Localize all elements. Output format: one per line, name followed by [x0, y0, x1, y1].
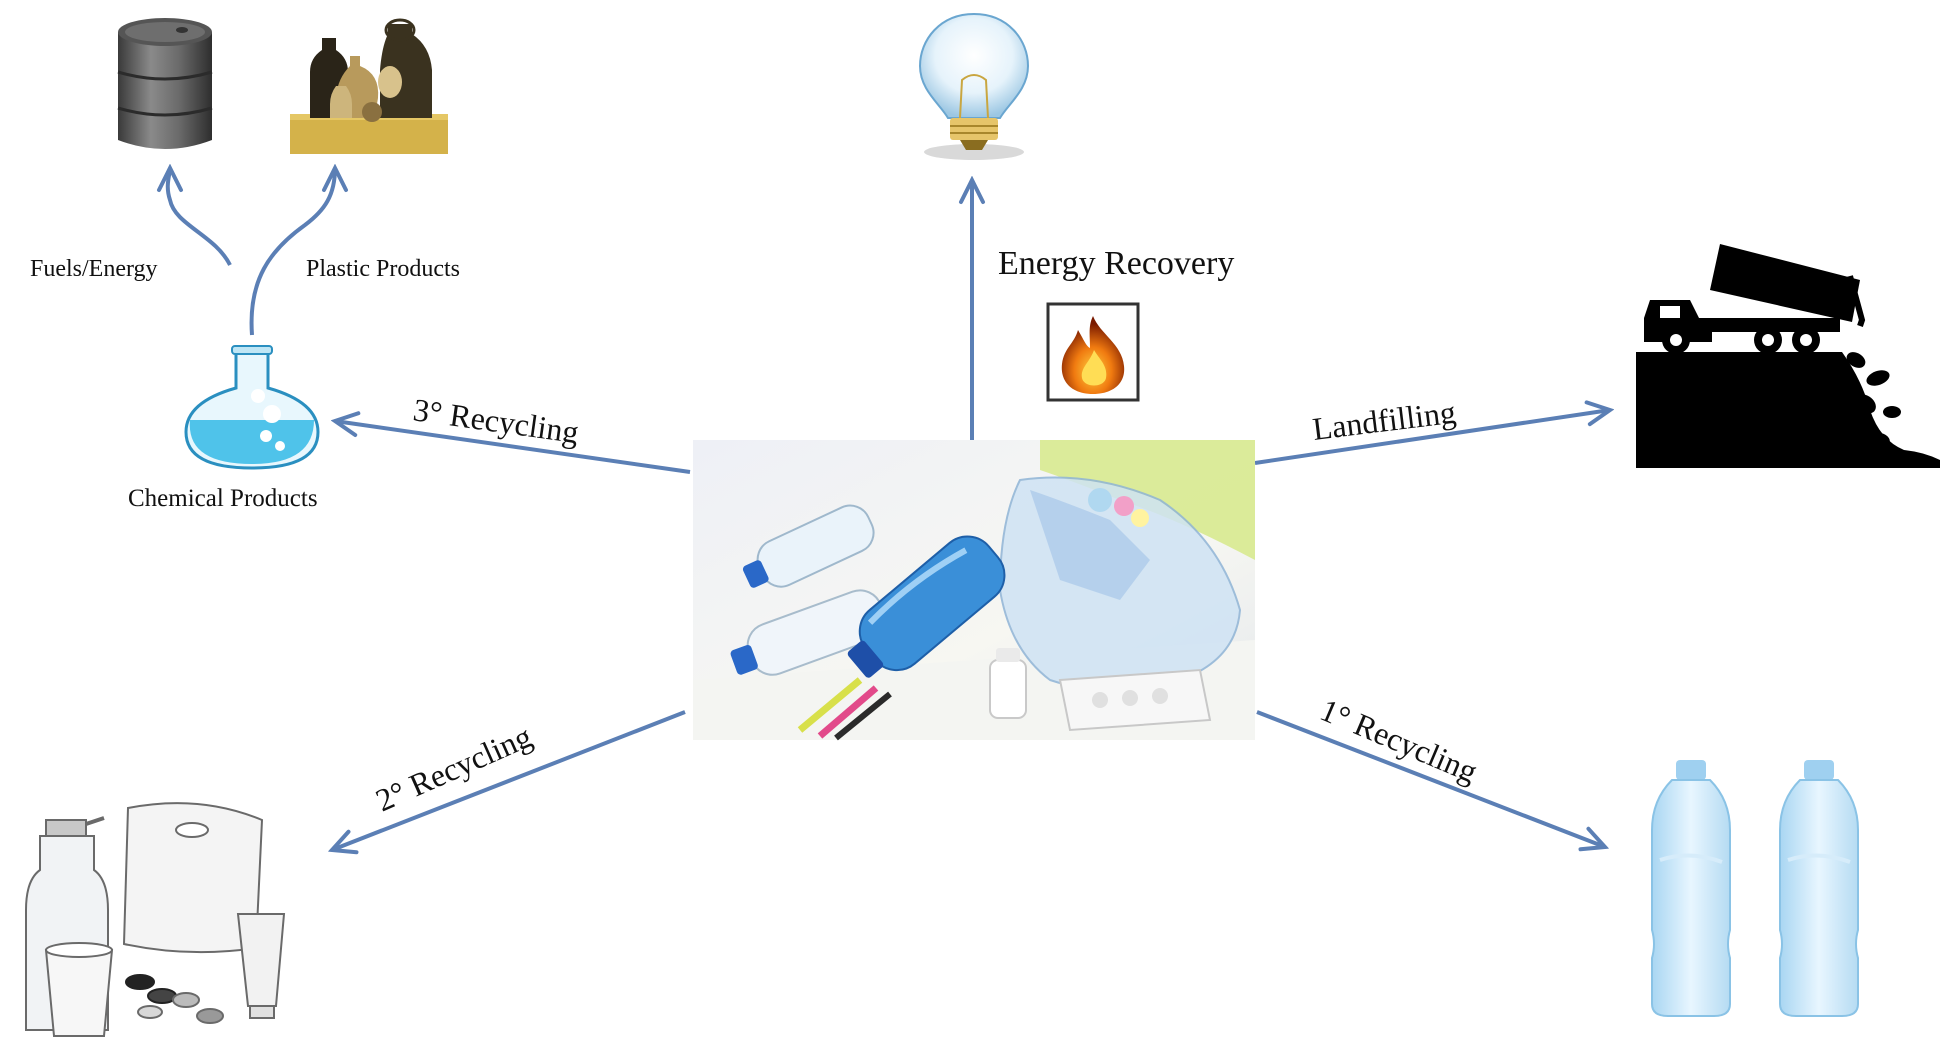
chemical-products-label: Chemical Products [128, 485, 318, 512]
light-bulb-icon [918, 12, 1030, 160]
water-bottle-2 [1779, 760, 1859, 1017]
chemical-flask-icon [184, 345, 320, 470]
household-plastics-icon [25, 802, 286, 1037]
arrow-primary-recycling [1256, 710, 1605, 847]
oil-barrel-icon [117, 18, 213, 149]
plastic-products-label: Plastic Products [306, 256, 460, 282]
landfilling-label: Landfilling [1310, 394, 1457, 447]
tertiary-recycling-label: 3° Recycling [411, 391, 581, 450]
plastic-waste-photo [693, 440, 1255, 741]
arrows [168, 168, 1610, 850]
plastic-bottles-shelf-icon [290, 18, 448, 154]
arrow-landfilling [1254, 410, 1610, 465]
dump-truck-landfill-icon [1636, 244, 1940, 468]
fuels-energy-label: Fuels/Energy [30, 256, 158, 282]
arrow-to-fuels [168, 168, 232, 266]
water-bottle-1 [1651, 760, 1731, 1017]
water-bottles-icon [1651, 760, 1859, 1017]
fire-icon [1046, 302, 1140, 402]
primary-recycling-label: 1° Recycling [1315, 691, 1482, 789]
energy-recovery-label: Energy Recovery [998, 245, 1234, 282]
arrow-secondary-recycling [332, 710, 686, 850]
arrow-to-plastic-products [249, 168, 335, 336]
arrow-tertiary-recycling [335, 421, 691, 474]
